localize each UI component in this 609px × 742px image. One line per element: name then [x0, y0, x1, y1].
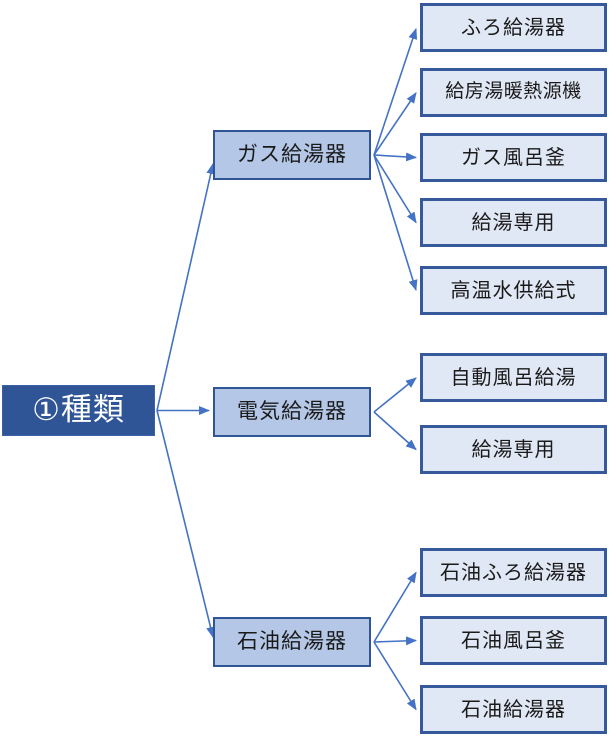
- connector-gas-leaf5: [373, 154, 418, 291]
- branch-node-gas-water-heater: ガス給湯器: [213, 130, 371, 180]
- connector-oil-leaf3: [373, 641, 417, 711]
- leaf-node-label: 石油給湯器: [461, 698, 566, 721]
- leaf-node-label: 石油ふろ給湯器: [440, 561, 587, 584]
- connector-gas-leaf4: [373, 154, 417, 224]
- leaf-node-oil-bath-water-heater: 石油ふろ給湯器: [420, 548, 607, 597]
- connector-electric-leaf2: [373, 411, 417, 451]
- leaf-node-oil-bath-kettle: 石油風呂釜: [420, 616, 607, 665]
- leaf-node-gas-bath-kettle: ガス風呂釜: [420, 133, 607, 182]
- leaf-node-oil-water-heater: 石油給湯器: [420, 685, 607, 734]
- connector-root-gas: [156, 163, 216, 411]
- branch-node-oil-water-heater: 石油給湯器: [213, 617, 371, 667]
- leaf-node-label: 給湯専用: [471, 438, 556, 461]
- connector-root-oil: [156, 410, 215, 638]
- connector-oil-leaf1: [373, 571, 417, 643]
- leaf-node-electric-hot-water-only: 給湯専用: [420, 425, 607, 474]
- leaf-node-gas-heating-heat-source: 給房湯暖熱源機: [420, 68, 607, 117]
- leaf-node-label: 石油風呂釜: [461, 629, 566, 652]
- connector-oil-leaf2: [373, 636, 417, 646]
- root-node-type: ①種類: [2, 385, 155, 436]
- leaf-node-gas-high-temp-supply: 高温水供給式: [420, 266, 607, 315]
- branch-node-label: ガス給湯器: [237, 143, 347, 167]
- connector-gas-leaf2: [373, 92, 417, 156]
- branch-node-label: 石油給湯器: [237, 630, 347, 654]
- leaf-node-electric-auto-bath: 自動風呂給湯: [420, 353, 607, 402]
- leaf-node-label: ふろ給湯器: [461, 16, 566, 39]
- connector-gas-leaf3: [373, 152, 417, 162]
- leaf-node-gas-hot-water-only: 給湯専用: [420, 198, 607, 247]
- branch-node-electric-water-heater: 電気給湯器: [213, 387, 371, 437]
- connector-electric-leaf1: [373, 377, 417, 413]
- root-node-label: ①種類: [32, 392, 125, 428]
- connector-gas-leaf1: [373, 28, 418, 156]
- leaf-node-gas-bath-water-heater: ふろ給湯器: [420, 3, 607, 52]
- branch-node-label: 電気給湯器: [237, 400, 347, 424]
- leaf-node-label: ガス風呂釜: [461, 146, 566, 169]
- leaf-node-label: 自動風呂給湯: [450, 366, 577, 389]
- leaf-node-label: 給房湯暖熱源機: [445, 81, 582, 103]
- leaf-node-label: 給湯専用: [471, 211, 556, 234]
- leaf-node-label: 高温水供給式: [450, 279, 577, 302]
